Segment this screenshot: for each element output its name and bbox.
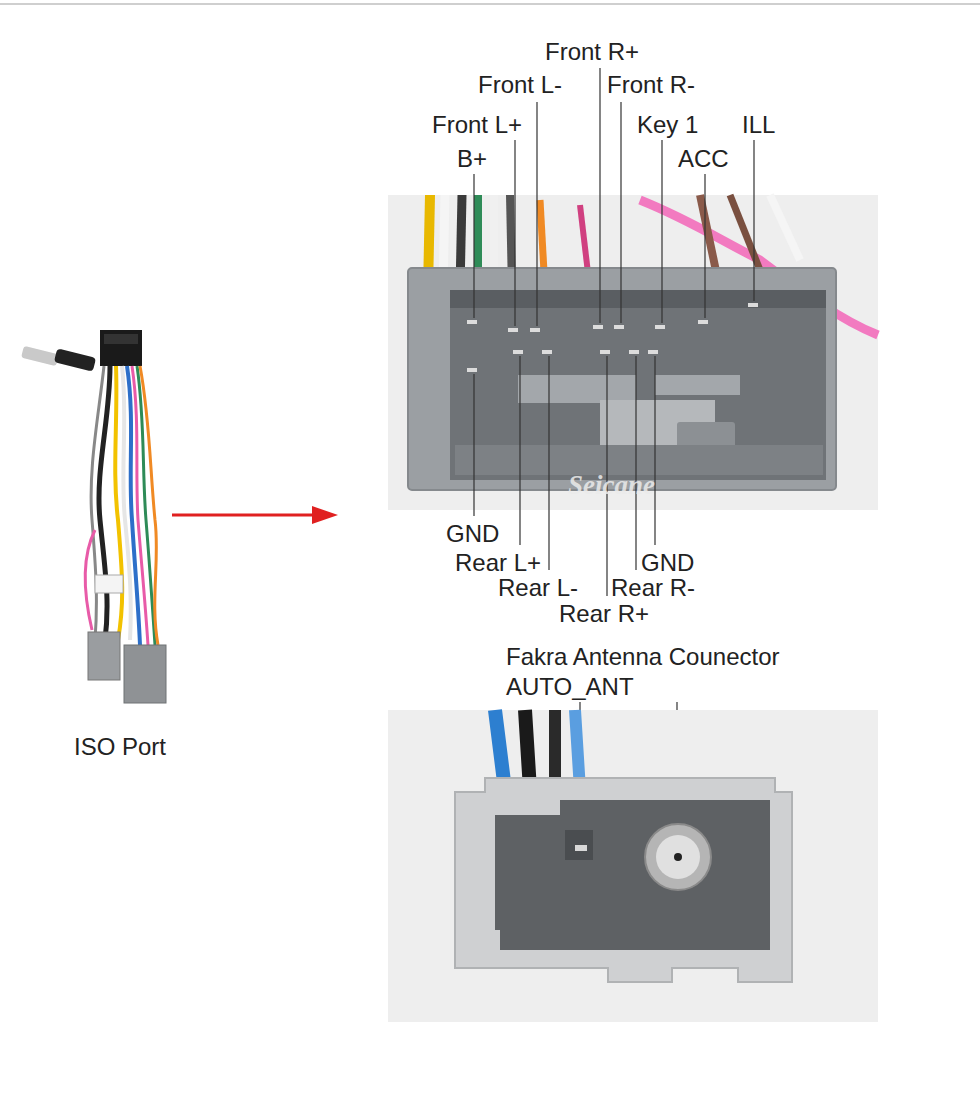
pin-label: GND: [446, 520, 499, 548]
pin-label: ACC: [678, 145, 729, 173]
arrow-head: [312, 506, 338, 524]
connector-photo: [388, 195, 878, 510]
connector-label: Fakra Antenna Counector: [506, 643, 780, 671]
top-rule: [0, 3, 980, 5]
pin-label: Rear L+: [455, 549, 541, 577]
pin-label: Rear R+: [559, 600, 649, 628]
pin-label: Rear R-: [611, 574, 695, 602]
pin-label: Key 1: [637, 111, 698, 139]
part-label: ISO Port: [74, 733, 166, 761]
pin-label: AUTO_ANT: [506, 673, 634, 701]
pin-label: GND: [641, 549, 694, 577]
antenna-connector-photo: [388, 710, 878, 1022]
pointer-arrow: [172, 514, 318, 517]
pin-label: B+: [457, 145, 487, 173]
pin-label: Front L-: [478, 71, 562, 99]
watermark: Seicane: [568, 471, 655, 499]
pin-label: ILL: [742, 111, 775, 139]
pin-label: Front R-: [607, 71, 695, 99]
pin-label: Front L+: [432, 111, 522, 139]
harness-illustration: [21, 330, 166, 703]
pin-label: Rear L-: [498, 574, 578, 602]
pin-label: Front R+: [545, 38, 639, 66]
